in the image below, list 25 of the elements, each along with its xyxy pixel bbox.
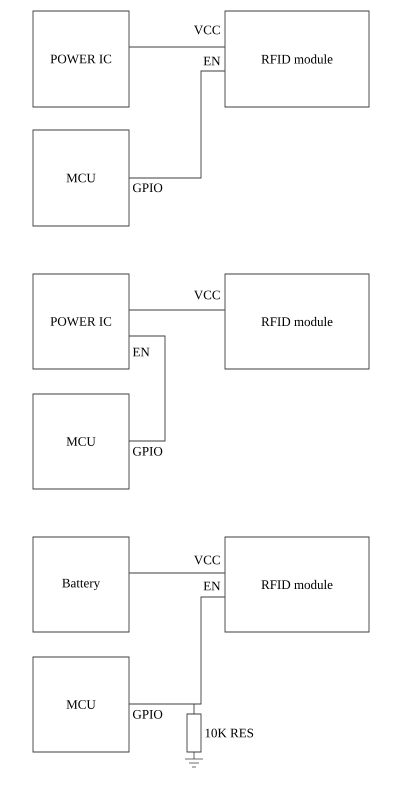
wire xyxy=(129,70,225,178)
block-box: Battery xyxy=(32,536,130,632)
pin-label: EN xyxy=(132,348,150,356)
pin-label: VCC xyxy=(194,556,220,564)
block-box: RFID module xyxy=(224,10,370,108)
block-box: RFID module xyxy=(224,274,370,370)
wire xyxy=(129,336,166,442)
pin-label: VCC xyxy=(194,290,220,300)
component-label: 10K RES xyxy=(206,728,254,738)
wire xyxy=(129,46,225,48)
block-box: MCU xyxy=(32,394,130,490)
resistor-symbol xyxy=(186,714,202,752)
block-box: MCU xyxy=(32,656,130,752)
pin-label: VCC xyxy=(194,26,220,34)
block-box: POWER IC xyxy=(32,274,130,370)
pin-label: GPIO xyxy=(132,446,162,456)
pin-label: GPIO xyxy=(132,710,162,719)
wire xyxy=(129,572,225,574)
block-box: MCU xyxy=(32,130,130,226)
block-box: RFID module xyxy=(224,536,370,632)
pin-label: EN xyxy=(204,582,220,590)
pin-label: GPIO xyxy=(132,183,162,192)
pin-label: EN xyxy=(204,56,220,66)
block-box: POWER IC xyxy=(32,10,130,108)
wire xyxy=(129,704,194,714)
